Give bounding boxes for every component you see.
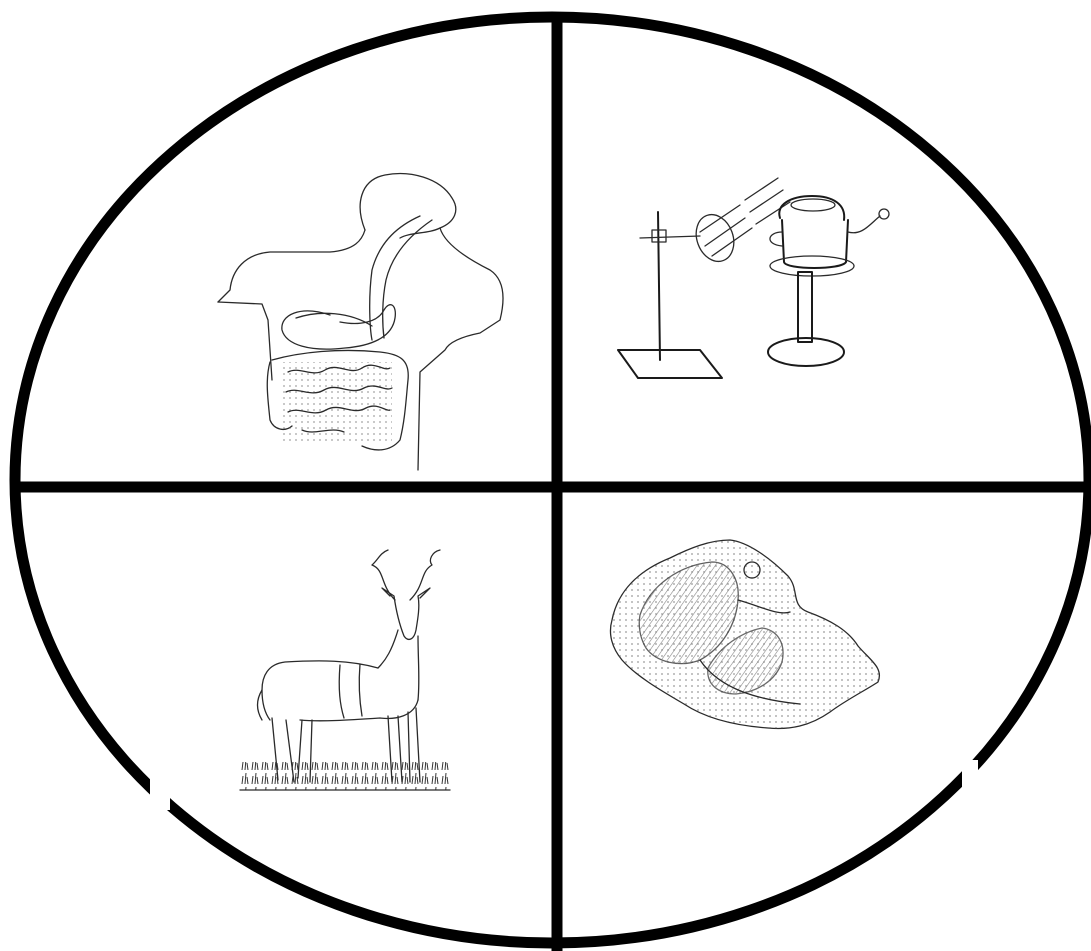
- frame-gap-right: [962, 760, 978, 796]
- antelope-icon: [240, 550, 450, 790]
- frame-gap: [150, 770, 170, 810]
- country-map-icon: [610, 540, 879, 728]
- human-digestive-system-icon: [218, 174, 503, 470]
- lab-experiment-setup-icon: [618, 178, 889, 378]
